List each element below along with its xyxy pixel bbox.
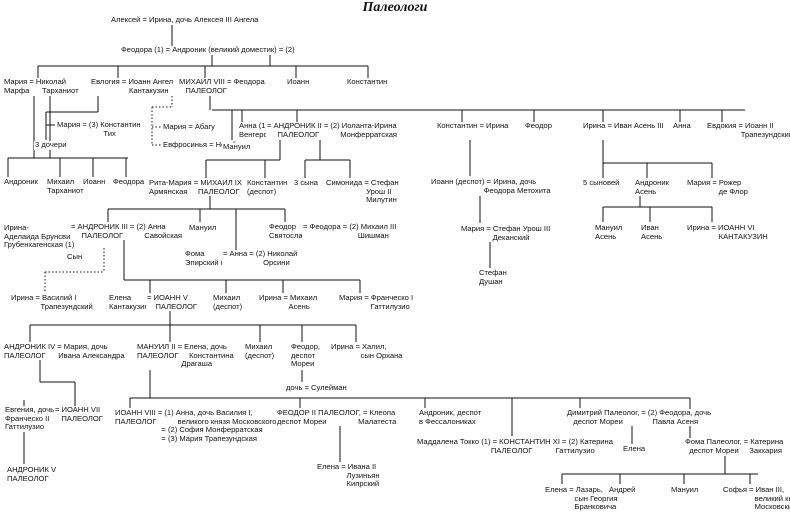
node-maria-stefan-urosh: Мария = Стефан Урош III Деканский [460, 224, 552, 243]
node-constantine-xi: Маддалена Токко (1) = КОНСТАНТИН XI = (2… [416, 437, 614, 456]
node-evdokia: Евдокия = Иоанн II Трапезундский [706, 121, 790, 140]
node-ioann-despot: Иоанн (деспот) = Ирина, дочь Феодора Мет… [430, 177, 552, 196]
chart-title: Палеологи [362, 0, 428, 15]
node-thomas-palaiologos: Фома Палеолог, = Катерина деспот Мореи З… [684, 437, 785, 456]
node-andronikos-ii: = АНДРОНИК II = (2) Иоланта-Ирина ПАЛЕОЛ… [266, 121, 399, 140]
node-ioann-1: Иоанн [286, 77, 311, 87]
node-feodora-shishman: = Феодора = (2) Михаил III Шишман [302, 222, 398, 241]
node-eugenia: Евгения, дочь Франческо II Гаттилузио [4, 405, 56, 432]
node-andronik-thessaloniki: Андроник, деспот в Фессалониках [418, 408, 483, 427]
node-anna-1: Анна [672, 121, 692, 131]
node-andrey: Андрей [608, 485, 637, 495]
node-aleksey-irina: Алексей = Ирина, дочь Алексея III Ангела [110, 15, 260, 25]
node-irina-mikhail-asen: Ирина = Михаил Асень [258, 293, 319, 312]
node-maria-gattilusio: Мария = Франческо I Гаттилузио [338, 293, 415, 312]
node-andronikos-iv: АНДРОНИК IV = Мария, дочь ПАЛЕОЛОГ Ивана… [3, 342, 126, 361]
node-demetrios: Димитрий Палеолог, = (2) Феодора, дочь д… [566, 408, 713, 427]
node-manuel-2: Мануил [188, 223, 218, 233]
node-stefan-dushan: Стефан Душан [478, 268, 508, 287]
node-3-sons: 3 сына [293, 178, 320, 188]
node-ivan-asen: Иван Асень [640, 223, 664, 242]
node-feodor-1: Феодор [524, 121, 553, 131]
node-michael-ix: Рита-Мария = МИХАИЛ IX Армянская ПАЛЕОЛО… [148, 178, 243, 197]
node-3-daughters: 3 дочери [34, 140, 68, 150]
node-mikhail-despot-1: Михаил (деспот) [212, 293, 244, 312]
node-anna-orsini: = Анна = (2) Николай Орсини [222, 249, 299, 268]
node-elena-lusignan: Елена = Ивана II Лузиньян Кипрский [316, 462, 381, 489]
node-konstantin-despot: Константин (деспот) [246, 178, 289, 197]
node-andronik-t: Андроник [3, 177, 39, 187]
node-maria-abagu: Мария = Абагу [162, 122, 216, 132]
node-andronik-domestic: Феодора (1) = Андроник (великий доместик… [120, 45, 296, 55]
node-irina-ivan-asen: Ирина = Иван Асень III [582, 121, 665, 131]
node-irina-vasily: Ирина = Василий I Трапезундский [10, 293, 94, 312]
node-konstantin-irina: Константин = Ирина [436, 121, 510, 131]
node-manuel-ii: МАНУИЛ II = Елена, дочь ПАЛЕОЛОГ Констан… [136, 342, 235, 369]
node-simonida: Симонида = Стефан Урош II Милутин [325, 178, 400, 205]
node-irina-halil: Ирина = Халил, сын Орхана [330, 342, 404, 361]
node-eulogia: Евлогия = Иоанн Ангел Кантакузин [90, 77, 175, 96]
node-son: Сын [66, 252, 84, 262]
node-elena-1: Елена [622, 444, 647, 454]
node-mikhail-despot-2: Михаил (деспот) [244, 342, 276, 361]
node-feodora-1: Феодора [112, 177, 146, 187]
node-andronikos-v: АНДРОНИК V ПАЛЕОЛОГ [6, 465, 58, 484]
node-manuil-asen: Мануил Асень [594, 223, 624, 242]
node-feodor-despot-morea: Феодор, деспот Мореи [290, 342, 322, 369]
node-maria-tarchaneiotes: Мария = Николай Марфа Тарханиот [3, 77, 80, 96]
node-irina-adelaide: Ирина- Аделаида Брунсвик- Грубенхагенска… [3, 223, 78, 250]
node-elena-kantakouzene: Елена Кантакузина [108, 293, 154, 312]
node-konstantin-1: Константин [346, 77, 389, 87]
node-manuel-1: Мануил [222, 142, 252, 152]
node-irina-john-vi: Ирина = ИОАНН VI КАНТАКУЗИН [686, 223, 769, 242]
node-daughter-suleiman: дочь = Сулейман [285, 383, 348, 393]
node-andronik-asen: Андроник Асень [634, 178, 670, 197]
node-john-v: = ИОАНН V ПАЛЕОЛОГ [146, 293, 199, 312]
node-maria-tikh: Мария = (3) Константин Тих [56, 120, 142, 139]
node-manuel-3: Мануил [670, 485, 700, 495]
node-john-vii: = ИОАНН VII ПАЛЕОЛОГ [54, 405, 104, 424]
node-theodore-ii: ФЕОДОР II ПАЛЕОЛОГ, = Клеопа деспот Море… [276, 408, 398, 427]
node-sofia: Софья = Иван III, великий князь Московск… [722, 485, 790, 512]
node-5-sons: 5 сыновей [582, 178, 621, 188]
node-john-viii: ИОАНН VIII = (1) Анна, дочь Василия I, П… [114, 408, 278, 444]
node-elena-lazar: Елена = Лазарь, сын Георгия Бранковича [544, 485, 619, 512]
node-mikhail-tarchaneiotes: Михаил Тарханиот [46, 177, 85, 196]
node-ioann-2: Иоанн [82, 177, 107, 187]
node-andronikos-iii: = АНДРОНИК III = (2) Анна ПАЛЕОЛОГ Савой… [70, 222, 184, 241]
node-michael-viii: МИХАИЛ VIII = Феодора ПАЛЕОЛОГ [178, 77, 266, 96]
node-maria-roger: Мария = Рожер де Флор [686, 178, 749, 197]
